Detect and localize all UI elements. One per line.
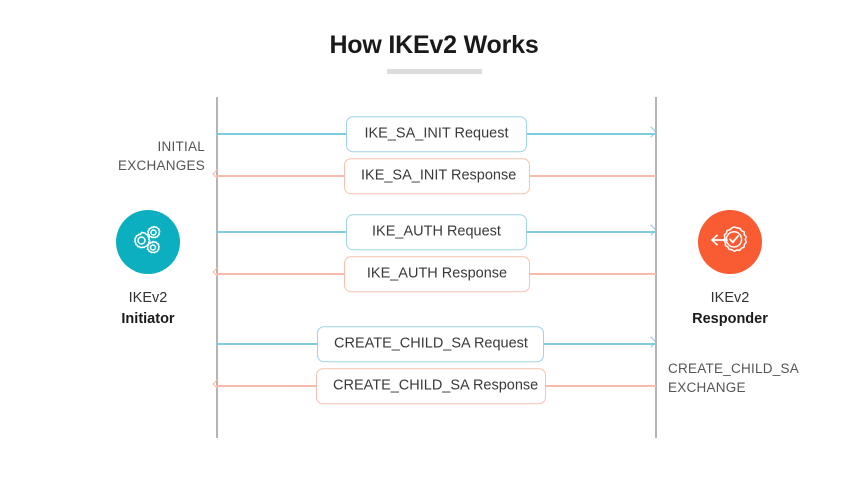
message-row: IKE_AUTH Request [216,214,657,250]
message-row: CREATE_CHILD_SA Request [216,326,657,362]
message-label-box: CREATE_CHILD_SA Response [316,368,546,404]
lifeline-initiator [216,97,218,438]
responder-label-line1: IKEv2 [710,290,750,306]
initiator-avatar [116,210,180,274]
arrow-left-icon [212,266,225,279]
message-row: CREATE_CHILD_SA Response [212,368,656,404]
message-label-box: CREATE_CHILD_SA Request [317,326,544,362]
group-label-initial-exchanges: INITIAL EXCHANGES [60,137,205,175]
message-label-box: IKE_SA_INIT Request [346,116,527,152]
responder-label-line2: Responder [692,311,768,328]
gears-icon [129,221,167,264]
actor-responder: IKEv2 Responder [655,210,805,330]
message-row: IKE_SA_INIT Request [216,116,657,152]
arrow-right-icon [645,126,658,139]
group-label-initial-line1: INITIAL [157,139,205,154]
initiator-label-line2: Initiator [121,311,175,328]
title-underline-rule [387,69,482,74]
message-row: IKE_SA_INIT Response [212,158,656,194]
message-label-box: IKE_AUTH Response [344,256,530,292]
message-row: IKE_AUTH Response [212,256,656,292]
initiator-label: IKEv2 Initiator [73,288,223,330]
group-label-childsa-line2: EXCHANGE [668,380,746,396]
group-label-create-child-sa-exchange: CREATE_CHILD_SA EXCHANGE [668,359,858,397]
arrow-left-icon [212,168,225,181]
arrow-right-icon [645,224,658,237]
message-label-box: IKE_AUTH Request [346,214,527,250]
responder-label: IKEv2 Responder [655,288,805,330]
message-label-box: IKE_SA_INIT Response [344,158,530,194]
responder-avatar [698,210,762,274]
initiator-label-line1: IKEv2 [128,290,168,306]
lifeline-responder [655,97,657,438]
group-label-childsa-line1: CREATE_CHILD_SA [668,361,800,376]
arrow-right-icon [645,336,658,349]
gear-check-arrow-icon [709,220,751,265]
page-title: How IKEv2 Works [329,31,539,59]
actor-initiator: IKEv2 Initiator [73,210,223,330]
arrow-left-icon [212,378,225,391]
group-label-initial-line2: EXCHANGES [117,158,205,174]
